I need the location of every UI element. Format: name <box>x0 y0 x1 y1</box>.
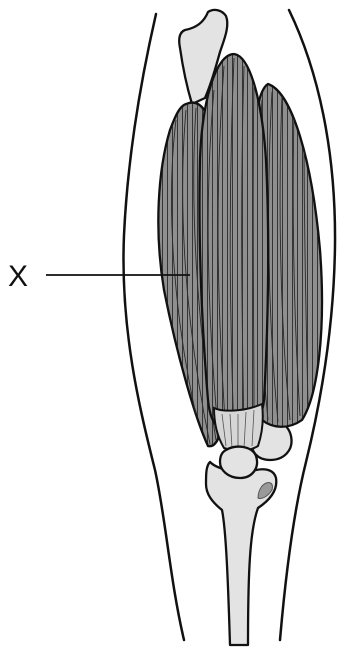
patella-bone <box>220 447 257 478</box>
rectus-femoris-muscle <box>199 54 268 434</box>
label-x: X <box>8 260 28 293</box>
